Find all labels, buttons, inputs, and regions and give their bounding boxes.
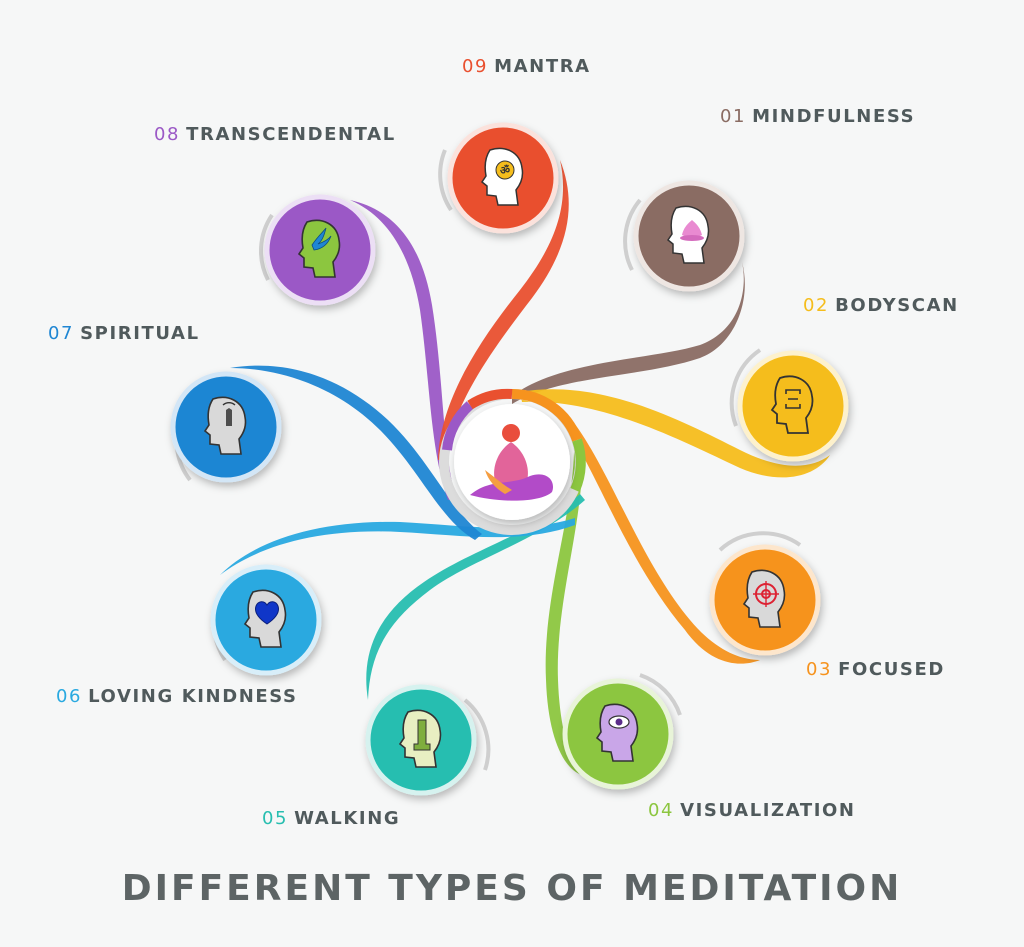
om-icon: ॐ — [480, 147, 524, 206]
node-transcendental — [259, 194, 376, 306]
label-number: 04 — [648, 800, 675, 821]
page-title: DIFFERENT TYPES OF MEDITATION — [121, 868, 903, 909]
label-number: 03 — [806, 659, 833, 680]
arm-visualization — [545, 450, 583, 775]
target-icon — [742, 569, 786, 628]
label-text: VISUALIZATION — [680, 800, 856, 821]
arm-loving-kindness — [220, 518, 575, 575]
svg-text:ॐ: ॐ — [500, 164, 510, 177]
label-number: 09 — [462, 56, 489, 77]
node-loving-kindness — [210, 564, 322, 676]
heart-icon — [243, 589, 287, 648]
label-text: FOCUSED — [838, 659, 945, 680]
label-text: LOVING KINDNESS — [88, 686, 298, 707]
node-spiritual — [170, 371, 282, 483]
arm-focused — [566, 420, 760, 664]
label-number: 01 — [720, 106, 747, 127]
label-number: 02 — [803, 295, 830, 316]
label-number: 05 — [262, 808, 289, 829]
node-walking — [365, 684, 491, 796]
label-text: WALKING — [294, 808, 401, 829]
arm-walking — [366, 494, 585, 700]
arm-bodyscan — [520, 389, 830, 478]
arm-mantra — [438, 160, 569, 460]
node-mantra: ॐ — [438, 122, 559, 234]
arm-spiritual — [230, 365, 482, 540]
meditating-person-logo-icon — [470, 424, 554, 501]
label-text: MINDFULNESS — [752, 106, 916, 127]
bird-icon — [297, 219, 341, 278]
label-text: SPIRITUAL — [80, 323, 200, 344]
tower-icon — [398, 709, 442, 768]
lotus-icon — [666, 205, 710, 264]
node-bodyscan — [729, 348, 849, 462]
praying-hands-icon — [203, 396, 247, 455]
node-mindfulness — [623, 180, 745, 292]
label-text: TRANSCENDENTAL — [186, 124, 396, 145]
body-scan-icon — [770, 375, 814, 434]
label-number: 07 — [48, 323, 75, 344]
arm-mindfulness — [512, 262, 745, 404]
label-text: MANTRA — [494, 56, 591, 77]
node-visualization — [562, 673, 682, 790]
eye-icon — [595, 703, 639, 762]
meditation-nodes: ॐ — [170, 122, 849, 796]
node-focused — [709, 531, 821, 656]
label-number: 06 — [56, 686, 83, 707]
label-text: BODYSCAN — [835, 295, 959, 316]
center-hub — [439, 388, 586, 535]
label-number: 08 — [154, 124, 181, 145]
